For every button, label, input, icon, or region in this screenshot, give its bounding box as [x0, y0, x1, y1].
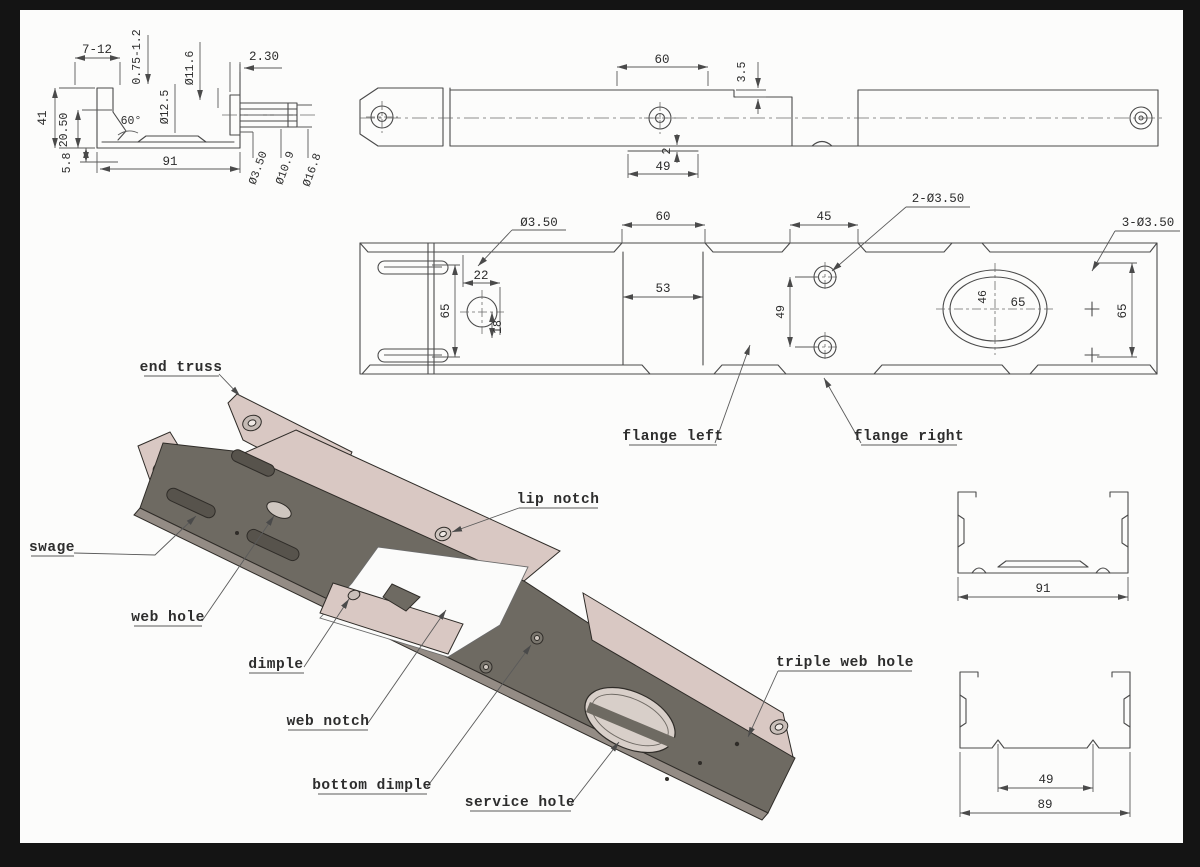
- web-hole-label: web hole: [131, 610, 205, 626]
- end-truss-label: end truss: [140, 360, 223, 376]
- dim-2-holes: 2-Ø3.50: [912, 192, 965, 206]
- iso-service-hole-bar: [586, 702, 678, 749]
- iso-flange-band-left: [240, 429, 561, 582]
- dim-60-side: 60: [655, 210, 670, 224]
- iso-strap-wedge: [382, 583, 421, 612]
- profile-lipped-outline: [957, 491, 1129, 574]
- lip-notch-label: lip notch: [517, 492, 600, 508]
- dim-46: 46: [977, 290, 990, 304]
- top-view: 60 3.5 2 49: [359, 53, 1162, 178]
- dim-65-right: 65: [1116, 303, 1130, 318]
- dim-dia-10-9: Ø10.9: [274, 150, 298, 187]
- dim-dia-16-8: Ø16.8: [301, 152, 325, 189]
- dimple-label: dimple: [248, 657, 303, 673]
- flange-left-label: flange left: [622, 429, 723, 445]
- dim-65-ellipse: 65: [1010, 296, 1025, 310]
- iso-web-hole: [266, 501, 292, 519]
- dim-20-50: 20.50: [58, 113, 71, 148]
- side-view-outline: [359, 242, 1158, 375]
- iso-dimple: [347, 589, 361, 601]
- iso-view: end truss swage web hole lip notch dimpl…: [29, 360, 914, 821]
- triple-web-hole-label: triple web hole: [776, 655, 914, 671]
- dim-2-30: 2.30: [249, 50, 279, 64]
- dim-41: 41: [36, 110, 50, 125]
- iso-swage-pill: [246, 528, 300, 562]
- iso-bottom-edge: [133, 507, 769, 821]
- dim-075-12: 0.75-1.2: [131, 29, 144, 84]
- profile-open-view: 49 89: [959, 671, 1131, 817]
- flange-right-label: flange right: [854, 429, 964, 445]
- dim-91-section: 91: [162, 155, 177, 169]
- side-view-dimensions: [432, 206, 1180, 358]
- top-view-rivets: [366, 101, 1153, 134]
- dim-5-8: 5.8: [61, 153, 74, 174]
- side-view-swage-pills: [377, 260, 449, 363]
- dim-49-profile: 49: [1038, 773, 1053, 787]
- profile-lipped-view: 91: [957, 491, 1129, 601]
- dim-2: 2: [661, 147, 674, 154]
- section-profile-lines: [96, 63, 316, 149]
- bottom-dimple-label: bottom dimple: [312, 778, 432, 794]
- side-view: Ø3.50 22 65 18 60 53 45 49 2-Ø3.50 46 65…: [359, 192, 1180, 446]
- dim-89-profile: 89: [1037, 798, 1052, 812]
- side-view-flange-labels: flange left flange right: [622, 344, 964, 446]
- web-notch-label: web notch: [287, 714, 370, 730]
- profile-open-outline: [959, 671, 1131, 749]
- profile-open-dimensions: 49 89: [959, 744, 1131, 817]
- dim-49-top: 49: [655, 160, 670, 174]
- top-view-dimensions: 60 3.5 2 49: [616, 53, 766, 178]
- service-hole-label: service hole: [465, 795, 575, 811]
- dim-dia-11-6: Ø11.6: [184, 51, 197, 86]
- dim-60deg: 60°: [121, 115, 142, 128]
- iso-part: [133, 393, 796, 821]
- dim-7-12: 7-12: [82, 43, 112, 57]
- dim-60-top: 60: [654, 53, 669, 67]
- dim-dia-3-50: Ø3.50: [520, 216, 558, 230]
- dim-3-5: 3.5: [736, 62, 749, 83]
- dim-3-holes: 3-Ø3.50: [1122, 216, 1175, 230]
- dim-dia-12-5: Ø12.5: [159, 90, 172, 125]
- swage-label: swage: [29, 540, 75, 556]
- side-view-service-hole: [936, 263, 1054, 355]
- side-view-center-marks: [1084, 301, 1100, 363]
- section-dimensions: [52, 35, 312, 173]
- dim-91-profile: 91: [1035, 582, 1050, 596]
- dim-45: 45: [816, 210, 831, 224]
- iso-swage-pill: [231, 449, 275, 477]
- dim-49-pitch: 49: [775, 305, 788, 319]
- section-view: 7-12 0.75-1.2 Ø11.6 Ø12.5 2.30 41 20.50 …: [36, 29, 325, 188]
- iso-callouts: end truss swage web hole lip notch dimpl…: [29, 360, 914, 812]
- dim-22: 22: [473, 269, 488, 283]
- side-view-dim-texts: Ø3.50 22 65 18 60 53 45 49 2-Ø3.50 46 65…: [439, 192, 1174, 334]
- iso-notch-strap: [319, 582, 464, 655]
- dim-53: 53: [655, 282, 670, 296]
- dim-65-left: 65: [439, 303, 453, 318]
- profile-lipped-dimension: 91: [957, 577, 1129, 601]
- iso-flange-band-right: [582, 591, 794, 759]
- iso-swage-pill: [166, 487, 216, 519]
- side-view-web-hole: [460, 290, 504, 334]
- dim-dia-3-50-section: Ø3.50: [247, 150, 271, 187]
- dim-18: 18: [492, 320, 505, 334]
